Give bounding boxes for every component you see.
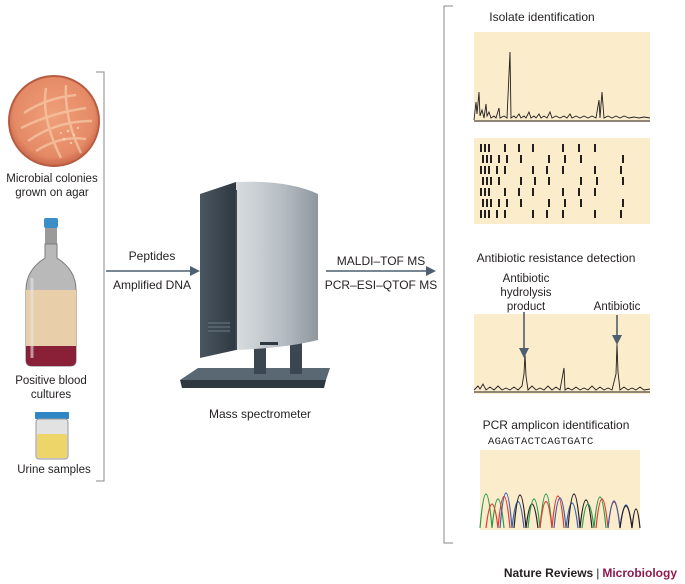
barcode-band: [520, 199, 522, 207]
barcode-band: [498, 177, 500, 185]
barcode-band: [490, 199, 492, 207]
hydrolysis-pointer-arrow: [519, 312, 529, 358]
barcode-band: [620, 210, 622, 218]
barcode-band: [548, 177, 550, 185]
barcode-band: [546, 166, 548, 174]
barcode-band: [486, 177, 488, 185]
barcode-band: [488, 188, 490, 196]
barcode-band: [622, 155, 624, 163]
barcode-band: [578, 144, 580, 152]
barcode-band: [506, 155, 508, 163]
barcode-band: [504, 144, 506, 152]
barcode-band: [578, 188, 580, 196]
barcode-band: [482, 177, 484, 185]
journal-credit: Nature Reviews|Microbiology: [504, 566, 677, 580]
pcr-amplicon-title: PCR amplicon identification: [482, 418, 630, 432]
barcode-band: [622, 177, 624, 185]
barcode-band: [504, 188, 506, 196]
barcode-band: [564, 155, 566, 163]
agar-label: Microbial colonies grown on agar: [6, 173, 98, 199]
chromatogram-panel: [479, 450, 641, 530]
barcode-band: [580, 199, 582, 207]
barcode-band: [480, 188, 482, 196]
barcode-band: [594, 210, 596, 218]
barcode-band: [484, 144, 486, 152]
agar-plate-icon: [8, 75, 100, 167]
blood-culture-label: Positive blood cultures: [15, 375, 87, 401]
antibiotic-label: Antibiotic: [593, 301, 641, 313]
barcode-band: [580, 177, 582, 185]
journal-section: Microbiology: [602, 566, 677, 580]
barcode-band: [504, 210, 506, 218]
isolate-spectrum-panel: [473, 32, 651, 122]
barcode-band: [532, 188, 534, 196]
mass-spectrometer-label: Mass spectrometer: [208, 407, 312, 421]
barcode-band: [562, 144, 564, 152]
barcode-band: [520, 177, 522, 185]
barcode-band: [484, 210, 486, 218]
barcode-band: [488, 210, 490, 218]
maldi-tof-label: MALDI–TOF MS: [336, 254, 426, 268]
barcode-band: [486, 155, 488, 163]
barcode-band: [504, 166, 506, 174]
barcode-band: [520, 155, 522, 163]
barcode-band: [546, 210, 548, 218]
barcode-band: [480, 166, 482, 174]
barcode-band: [482, 199, 484, 207]
barcode-band: [490, 155, 492, 163]
credit-separator: |: [596, 566, 600, 580]
barcode-band: [480, 210, 482, 218]
barcode-band: [594, 144, 596, 152]
barcode-band: [518, 188, 520, 196]
resistance-spectrum-panel: [473, 314, 651, 394]
barcode-band: [484, 188, 486, 196]
barcode-band: [498, 199, 500, 207]
barcode-band: [548, 199, 550, 207]
barcode-band: [564, 199, 566, 207]
barcode-band: [562, 188, 564, 196]
journal-name: Nature Reviews: [503, 566, 594, 580]
urine-cup-icon: [35, 412, 69, 460]
barcode-band: [480, 144, 482, 152]
barcode-band: [548, 155, 550, 163]
barcode-band: [594, 166, 596, 174]
barcode-band: [490, 177, 492, 185]
barcode-band: [532, 210, 534, 218]
input-arrow: [106, 266, 200, 276]
resistance-detection-title: Antibiotic resistance detection: [476, 251, 636, 265]
barcode-band: [518, 144, 520, 152]
barcode-band: [482, 155, 484, 163]
barcode-band: [620, 166, 622, 174]
barcode-band: [506, 199, 508, 207]
barcode-band: [486, 199, 488, 207]
hydrolysis-product-label: Antibiotic hydrolysis product: [500, 273, 552, 313]
isolate-barcode-panel: [474, 138, 650, 224]
barcode-band: [484, 166, 486, 174]
barcode-band: [562, 166, 564, 174]
barcode-band: [496, 210, 498, 218]
barcode-band: [534, 177, 536, 185]
barcode-band: [488, 166, 490, 174]
urine-label: Urine samples: [17, 464, 91, 476]
blood-culture-bottle-icon: [25, 218, 77, 367]
peptides-label: Peptides: [128, 249, 176, 263]
barcode-band: [496, 166, 498, 174]
barcode-band: [562, 210, 564, 218]
pcr-esi-label: PCR–ESI–QTOF MS: [324, 278, 438, 292]
barcode-band: [594, 188, 596, 196]
barcode-band: [532, 166, 534, 174]
amplified-dna-label: Amplified DNA: [112, 278, 192, 292]
barcode-band: [488, 144, 490, 152]
dna-sequence: AGAGTACTCAGTGATC: [488, 436, 594, 448]
barcode-band: [498, 155, 500, 163]
isolate-identification-title: Isolate identification: [489, 10, 595, 24]
barcode-band: [596, 177, 598, 185]
barcode-band: [622, 199, 624, 207]
mass-spectrometer-icon: [180, 181, 330, 388]
barcode-band: [580, 155, 582, 163]
barcode-band: [532, 144, 534, 152]
antibiotic-pointer-arrow: [612, 315, 622, 345]
output-arrow: [326, 266, 436, 276]
